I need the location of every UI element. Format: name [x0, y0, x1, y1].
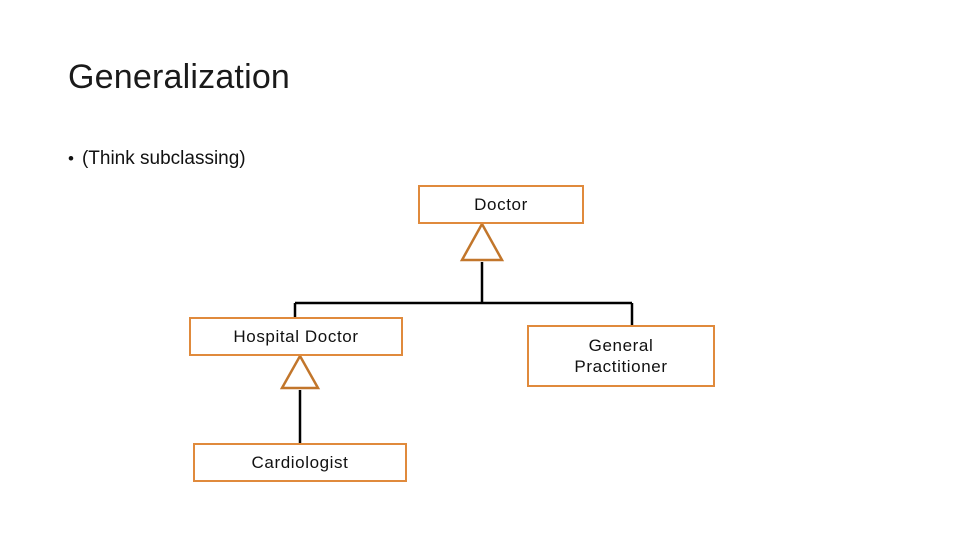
diagram-node-cardiologist[interactable]: Cardiologist — [193, 443, 407, 482]
bullet-list-item: • (Think subclassing) — [68, 148, 246, 170]
bullet-marker: • — [68, 149, 74, 168]
diagram-node-general-practitioner[interactable]: General Practitioner — [527, 325, 715, 387]
page-title: Generalization — [68, 58, 291, 96]
diagram-node-general-practitioner-line1: General — [588, 335, 654, 355]
generalization-arrowhead-hospital-doctor — [279, 353, 321, 390]
generalization-arrowhead-doctor — [459, 221, 505, 262]
diagram-node-general-practitioner-line2: Practitioner — [574, 357, 668, 376]
diagram-node-hospital-doctor[interactable]: Hospital Doctor — [189, 317, 403, 356]
bullet-text: (Think subclassing) — [81, 148, 246, 169]
diagram-node-doctor[interactable]: Doctor — [418, 185, 584, 224]
